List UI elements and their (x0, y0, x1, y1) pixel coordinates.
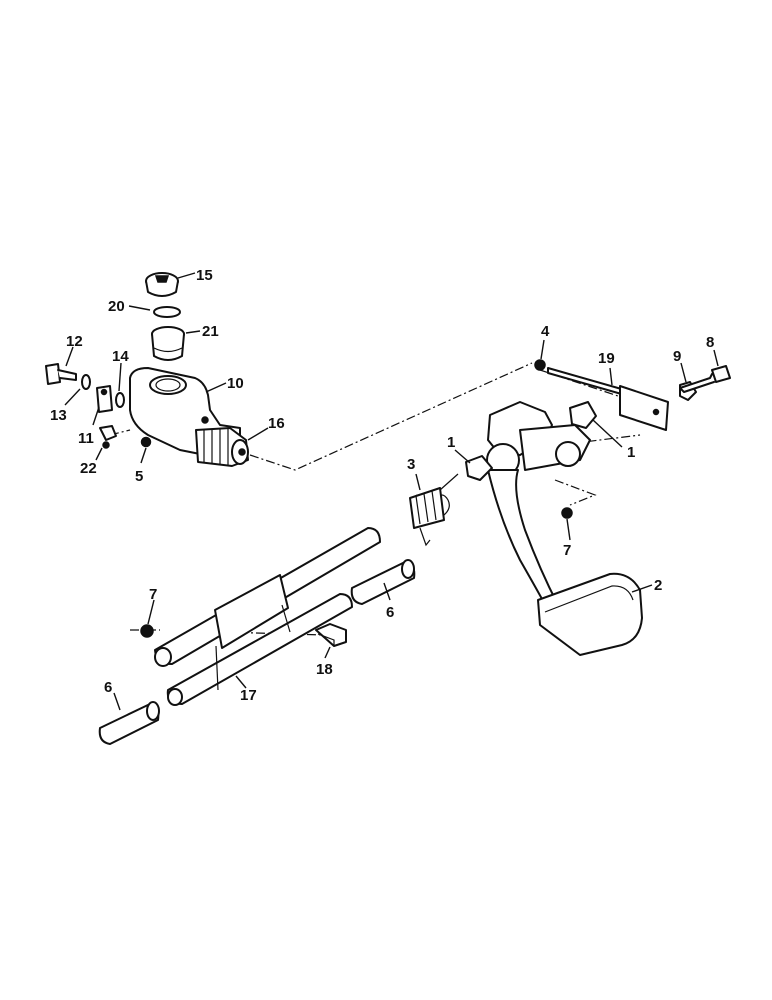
reservoir-cap (145, 272, 179, 297)
bushing-6-right (350, 559, 416, 605)
brake-pedal (486, 401, 643, 656)
banjo-washer (115, 392, 125, 408)
callout-12: 12 (66, 333, 83, 350)
cross-shaft-lower (166, 593, 353, 706)
shaft-bracket (214, 574, 291, 691)
banjo-bolt (45, 363, 91, 390)
bushing-1-left (465, 455, 493, 481)
callout-17: 17 (240, 687, 257, 704)
callout-21: 21 (202, 323, 219, 340)
callout-6-left: 6 (104, 679, 112, 696)
nut-7-left (140, 624, 154, 638)
callout-7-left: 7 (149, 586, 157, 603)
callout-16: 16 (268, 415, 285, 432)
callout-7-right: 7 (563, 542, 571, 559)
callout-18: 18 (316, 661, 333, 678)
leader-lines (64, 272, 719, 711)
callout-10: 10 (227, 375, 244, 392)
return-spring (409, 473, 459, 547)
callout-14: 14 (112, 348, 129, 365)
bushing-1-right (569, 401, 597, 429)
callout-3: 3 (407, 456, 415, 473)
callout-22: 22 (80, 460, 97, 477)
inlet-block (96, 385, 113, 413)
bushing-6-left (98, 701, 160, 745)
nut-7-right (561, 507, 573, 519)
callout-20: 20 (108, 298, 125, 315)
bolt-8 (679, 365, 731, 393)
callout-5: 5 (135, 468, 143, 485)
callout-13: 13 (50, 407, 67, 424)
nut-5 (140, 436, 152, 448)
callout-2: 2 (654, 577, 662, 594)
callout-19: 19 (598, 350, 615, 367)
callout-15: 15 (196, 267, 213, 284)
callout-9: 9 (673, 348, 681, 365)
callout-1-left: 1 (447, 434, 455, 451)
bolt-18 (315, 623, 347, 647)
callout-8: 8 (706, 334, 714, 351)
bleeder-fitting (99, 425, 117, 449)
reservoir-sleeve (151, 326, 185, 361)
callout-1-right: 1 (627, 444, 635, 461)
callout-numbers: 15 20 21 12 14 10 13 11 22 16 5 4 19 9 8… (50, 267, 714, 704)
nut-4 (534, 359, 546, 371)
push-rod-19 (547, 367, 669, 431)
callout-11: 11 (78, 430, 94, 447)
callout-6-right: 6 (386, 604, 394, 621)
callout-4: 4 (541, 323, 550, 340)
push-rod-boot (195, 427, 249, 467)
o-ring-seal (153, 306, 181, 318)
